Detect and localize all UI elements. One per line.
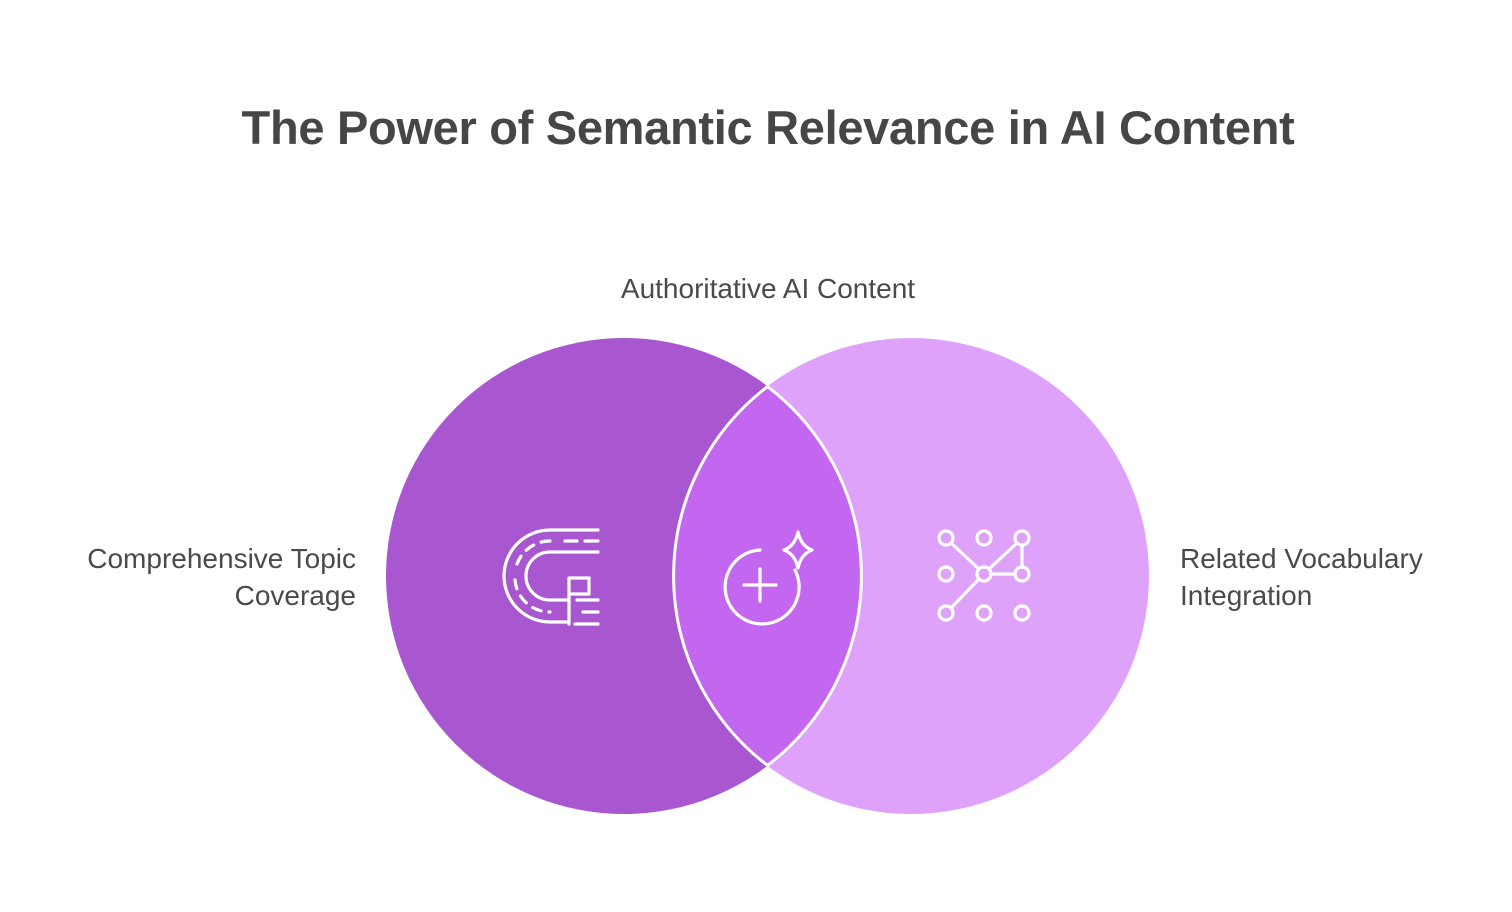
lens-right-edge (766, 385, 863, 767)
left-set-label-line-1: Comprehensive Topic (87, 543, 356, 574)
sparkle-icon (782, 530, 814, 570)
diagram-title: The Power of Semantic Relevance in AI Co… (241, 101, 1295, 154)
intersection-outline (672, 385, 863, 767)
right-set-label-line-2: Integration (1180, 580, 1313, 611)
racetrack-parking-icon (502, 528, 600, 626)
left-set-label-line-2: Coverage (234, 580, 356, 611)
circle-plus-sparkle-icon (723, 530, 814, 626)
lens-left-edge (672, 385, 769, 767)
right-set-label-line-1: Related Vocabulary (1180, 543, 1423, 574)
intersection-region (673, 338, 862, 814)
right-set-label: Related Vocabulary Integration (1180, 540, 1500, 614)
left-set-label: Comprehensive Topic Coverage (20, 540, 356, 614)
circle-arc (723, 548, 801, 626)
intersection-label: Authoritative AI Content (620, 273, 916, 304)
network-nodes-icon (937, 529, 1031, 622)
plus-sign (742, 567, 778, 603)
